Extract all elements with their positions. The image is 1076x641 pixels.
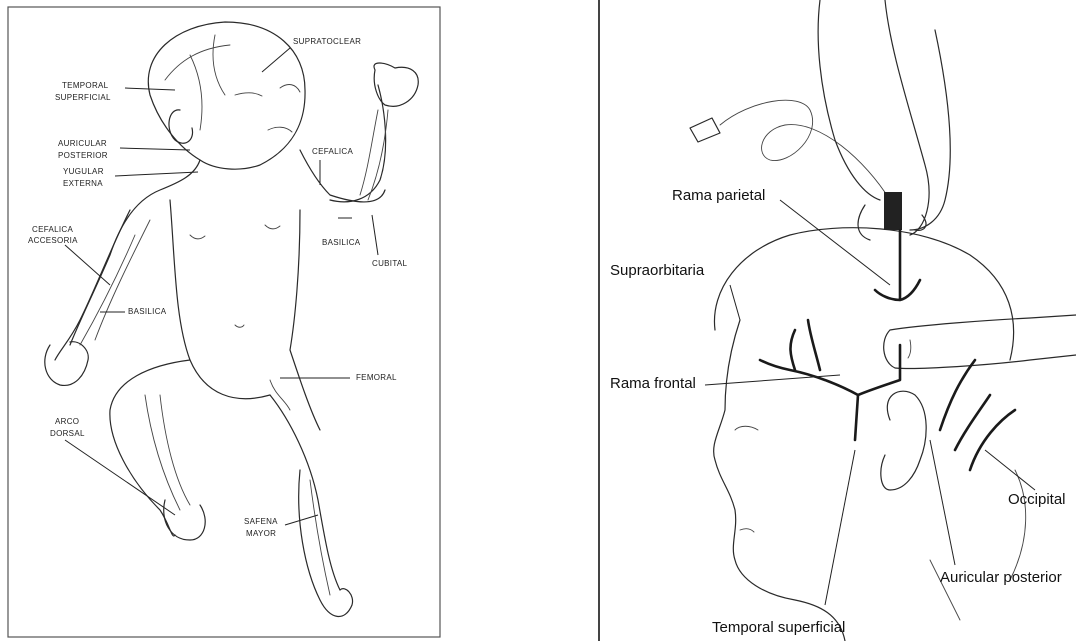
- syringe-hub: [690, 118, 720, 142]
- head-outline: [714, 228, 1013, 360]
- leader-safena: [285, 515, 318, 525]
- mouth: [740, 529, 754, 532]
- label-arco-2: DORSAL: [50, 429, 85, 438]
- left-hand: [45, 342, 88, 386]
- leader-rama-frontal: [705, 375, 840, 385]
- infant-veins-drawing: SUPRATOCLEAR TEMPORAL SUPERFICIAL AURICU…: [0, 0, 450, 641]
- label-supratoclear: SUPRATOCLEAR: [293, 37, 361, 46]
- shoulder-right: [300, 150, 385, 202]
- label-temporal-superficial: Temporal superficial: [712, 619, 845, 636]
- infant-veins-figure: SUPRATOCLEAR TEMPORAL SUPERFICIAL AURICU…: [0, 0, 450, 641]
- label-temporal-2: SUPERFICIAL: [55, 93, 111, 102]
- leader-temporal: [125, 88, 175, 90]
- torso-details: [190, 225, 280, 327]
- leader-cubital: [372, 215, 378, 255]
- label-safena-2: MAYOR: [246, 529, 276, 538]
- left-leg: [110, 360, 190, 536]
- ear: [881, 391, 926, 490]
- label-arco-1: ARCO: [55, 417, 79, 426]
- label-occipital: Occipital: [1008, 491, 1066, 508]
- leader-occipital: [985, 450, 1035, 490]
- tubing: [720, 100, 890, 200]
- right-arm: [330, 85, 386, 202]
- left-arm-veins: [80, 220, 150, 345]
- leader-temporal-superficial: [825, 450, 855, 605]
- label-yugular-2: EXTERNA: [63, 179, 103, 188]
- leader-arco-dorsal: [65, 440, 175, 515]
- posterior-auricular-vein: [940, 360, 990, 450]
- finger-3: [910, 30, 950, 230]
- label-cefalica-arm: CEFALICA: [312, 147, 353, 156]
- leader-supraorbitaria: [730, 285, 740, 320]
- label-rama-parietal: Rama parietal: [672, 187, 765, 204]
- label-basilica-left: BASILICA: [128, 307, 167, 316]
- label-auricular-2: POSTERIOR: [58, 151, 108, 160]
- leader-rama-parietal: [780, 200, 890, 285]
- scalp-veins: [165, 35, 230, 130]
- finger-1: [818, 0, 880, 200]
- left-foot: [164, 500, 205, 540]
- occipital-vein: [970, 410, 1015, 470]
- scalp-veins-drawing: Rama parietal Supraorbitaria Rama fronta…: [590, 0, 1076, 641]
- eye-right: [280, 85, 300, 92]
- mouth: [268, 127, 292, 132]
- frontal-vein: [760, 320, 858, 395]
- ear: [169, 110, 193, 143]
- eye: [735, 426, 758, 430]
- scalp-veins-figure: Rama parietal Supraorbitaria Rama fronta…: [590, 0, 1076, 641]
- label-temporal-1: TEMPORAL: [62, 81, 109, 90]
- label-cefalica-acc-2: ACCESORIA: [28, 236, 78, 245]
- thumb: [884, 315, 1076, 368]
- leader-auricular-posterior: [930, 440, 955, 565]
- label-yugular-1: YUGULAR: [63, 167, 104, 176]
- torso-front-left: [170, 200, 270, 399]
- torso-front-right: [290, 210, 320, 430]
- label-supraorbitaria: Supraorbitaria: [610, 262, 705, 279]
- butterfly-needle: [884, 192, 902, 230]
- label-rama-frontal: Rama frontal: [610, 375, 696, 392]
- label-cefalica-acc-1: CEFALICA: [32, 225, 73, 234]
- label-auricular-posterior: Auricular posterior: [940, 569, 1062, 586]
- right-hand: [374, 63, 418, 106]
- label-safena-1: SAFENA: [244, 517, 278, 526]
- eye-left: [235, 93, 262, 96]
- leader-supratoclear: [262, 48, 290, 72]
- right-leg-veins: [310, 480, 330, 595]
- label-cubital: CUBITAL: [372, 259, 408, 268]
- label-auricular-1: AURICULAR: [58, 139, 107, 148]
- leader-cefalica-accesoria: [65, 245, 110, 285]
- infant-head: [148, 22, 305, 169]
- right-arm-veins: [360, 110, 388, 200]
- leader-yugular: [115, 172, 198, 176]
- label-basilica-right: BASILICA: [322, 238, 361, 247]
- right-leg: [270, 395, 340, 590]
- femoral-vein: [270, 380, 290, 410]
- leader-auricular: [120, 148, 190, 150]
- left-leg-veins: [145, 395, 190, 510]
- thumbnail: [908, 340, 911, 358]
- label-femoral: FEMORAL: [356, 373, 397, 382]
